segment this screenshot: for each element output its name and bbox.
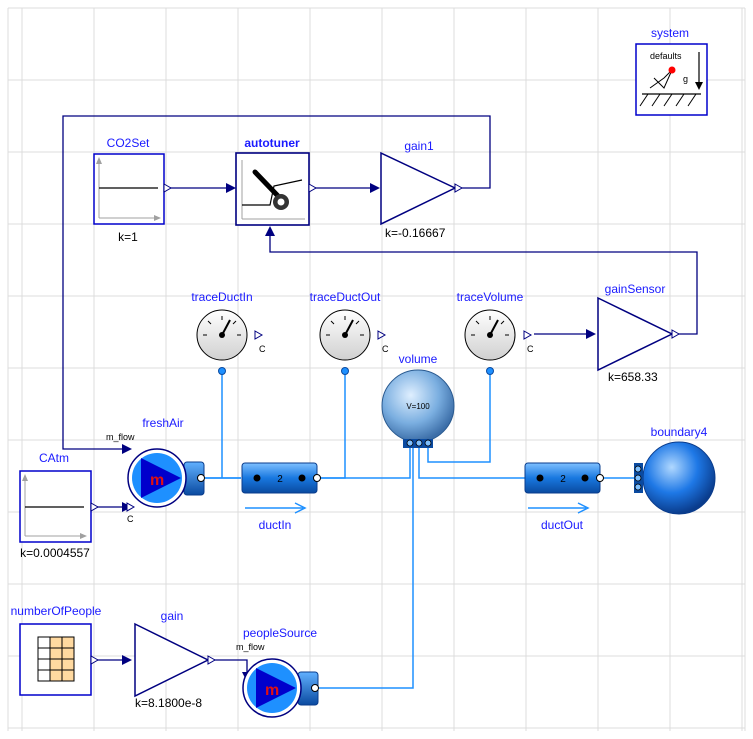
number-of-people-label: numberOfPeople xyxy=(11,604,102,618)
signal-connections xyxy=(62,115,698,678)
trace-duct-out-sensor[interactable]: traceDuctOut C xyxy=(310,290,389,375)
catm-label: CAtm xyxy=(39,451,69,465)
boundary4-label: boundary4 xyxy=(651,425,708,439)
red-dot-icon xyxy=(668,66,676,74)
mass-flow-icon: m xyxy=(265,682,279,699)
gain1-block[interactable]: gain1 k=-0.16667 xyxy=(380,139,464,240)
volume-label: volume xyxy=(399,352,438,366)
fresh-air-mflow-label: m_flow xyxy=(106,432,135,442)
flow-arrow-icon xyxy=(577,502,590,514)
fresh-air-label: freshAir xyxy=(142,416,183,430)
autotuner-block[interactable]: autotuner xyxy=(235,136,318,226)
catm-param: k=0.0004557 xyxy=(20,546,90,560)
people-source[interactable]: peopleSource m_flow m xyxy=(236,626,319,718)
duct-out-label: ductOut xyxy=(541,518,584,532)
gain-sensor-label: gainSensor xyxy=(605,282,666,296)
signal-arrowheads xyxy=(122,183,596,682)
wrench-icon xyxy=(252,169,281,199)
number-of-people-block[interactable]: numberOfPeople xyxy=(11,604,102,696)
gain-param: k=8.1800e-8 xyxy=(135,696,202,710)
gain-sensor-block[interactable]: gainSensor k=658.33 xyxy=(597,282,681,384)
duct-in-segments: 2 xyxy=(277,474,283,485)
trace-duct-out-port: C xyxy=(382,344,389,354)
trace-duct-in-sensor[interactable]: traceDuctIn C xyxy=(191,290,266,375)
gain-block[interactable]: gain k=8.1800e-8 xyxy=(134,609,217,710)
gain-sensor-param: k=658.33 xyxy=(608,370,658,384)
system-defaults-label: defaults xyxy=(650,51,682,61)
boundary4-block[interactable]: boundary4 xyxy=(634,425,716,515)
trace-volume-sensor[interactable]: traceVolume C xyxy=(457,290,534,375)
fresh-air-c-label: C xyxy=(127,514,134,524)
duct-in-label: ductIn xyxy=(259,518,292,532)
arrow-down-icon xyxy=(695,82,703,90)
trace-duct-in-label: traceDuctIn xyxy=(191,290,252,304)
grid xyxy=(7,7,746,731)
duct-out-pipe[interactable]: 2 ductOut xyxy=(524,462,604,532)
trace-duct-in-port: C xyxy=(259,344,266,354)
trace-volume-port: C xyxy=(527,344,534,354)
system-block[interactable]: system defaults g xyxy=(635,26,708,116)
mass-flow-icon: m xyxy=(150,472,164,489)
people-source-label: peopleSource xyxy=(243,626,317,640)
system-g-label: g xyxy=(683,74,688,84)
gain1-label: gain1 xyxy=(404,139,434,153)
volume-block[interactable]: volume V=100 xyxy=(381,352,455,448)
duct-in-pipe[interactable]: 2 ductIn xyxy=(241,462,321,532)
people-source-mflow-label: m_flow xyxy=(236,642,265,652)
fresh-air-source[interactable]: freshAir m_flow m C xyxy=(106,416,205,524)
trace-duct-out-label: traceDuctOut xyxy=(310,290,381,304)
co2set-block[interactable]: CO2Set k=1 xyxy=(93,136,173,244)
gain-label: gain xyxy=(161,609,184,623)
system-label: system xyxy=(651,26,689,40)
duct-out-segments: 2 xyxy=(560,474,566,485)
gain1-param: k=-0.16667 xyxy=(385,226,446,240)
co2set-param: k=1 xyxy=(118,230,138,244)
table-icon xyxy=(37,636,75,682)
co2set-label: CO2Set xyxy=(107,136,150,150)
autotuner-label: autotuner xyxy=(244,136,300,150)
volume-param: V=100 xyxy=(406,402,430,411)
fluid-connections xyxy=(205,371,636,689)
flow-arrow-icon xyxy=(294,502,307,514)
catm-block[interactable]: CAtm k=0.0004557 xyxy=(19,451,100,560)
trace-volume-label: traceVolume xyxy=(457,290,524,304)
